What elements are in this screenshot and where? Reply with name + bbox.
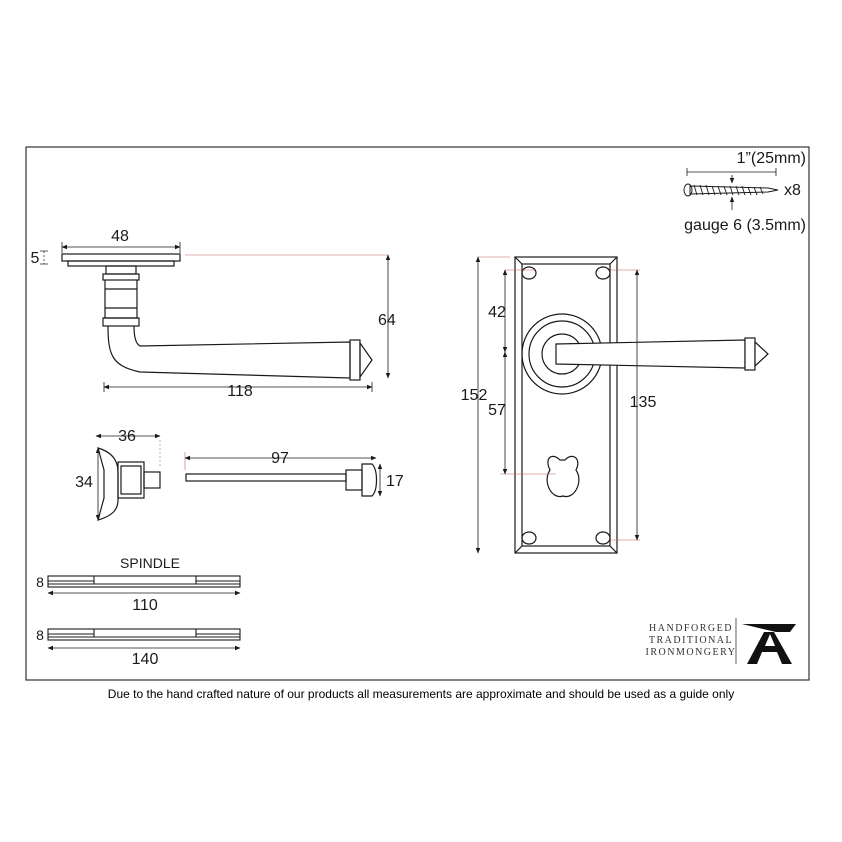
backplate-inner-height-label: 135 bbox=[630, 394, 657, 411]
screw-gauge-label: gauge 6 (3.5mm) bbox=[684, 217, 806, 234]
release-height-label: 17 bbox=[386, 473, 404, 490]
logo-line-1: HANDFORGED bbox=[649, 623, 733, 634]
lever-height-label: 64 bbox=[378, 312, 396, 329]
anvil-a-icon bbox=[742, 624, 796, 664]
screw-length-label: 1”(25mm) bbox=[737, 150, 806, 167]
turn-height-label: 34 bbox=[75, 474, 93, 491]
drawing-frame bbox=[25, 146, 810, 681]
backplate-view bbox=[514, 256, 769, 554]
brand-logo: HANDFORGED TRADITIONAL IRONMONGERY bbox=[646, 618, 796, 664]
lever-length-label: 118 bbox=[227, 383, 253, 400]
spindle-2-size-label: 8 bbox=[36, 627, 44, 643]
lever-thickness-label: 5 bbox=[31, 250, 40, 267]
turn-width-label: 36 bbox=[118, 428, 136, 445]
spindle-140 bbox=[47, 628, 241, 641]
thumb-turn-view bbox=[97, 447, 161, 521]
screw-hole-icon bbox=[521, 266, 537, 280]
screw-icon bbox=[683, 183, 779, 197]
release-view bbox=[185, 463, 378, 497]
lever-width-label: 48 bbox=[111, 228, 129, 245]
release-length-label: 97 bbox=[271, 450, 289, 467]
screw-quantity-label: x8 bbox=[784, 182, 801, 199]
footer-disclaimer: Due to the hand crafted nature of our pr… bbox=[107, 687, 735, 701]
backplate-upper-label: 42 bbox=[488, 304, 506, 321]
lever-side-view bbox=[61, 253, 373, 381]
screw-hole-icon bbox=[521, 531, 537, 545]
logo-line-3: IRONMONGERY bbox=[646, 647, 737, 658]
spindle-1-length-label: 110 bbox=[132, 597, 158, 614]
screw-hole-icon bbox=[595, 531, 611, 545]
backplate-height-label: 152 bbox=[461, 387, 488, 404]
backplate-centers-label: 57 bbox=[488, 402, 506, 419]
spindle-2-length-label: 140 bbox=[132, 651, 159, 668]
spindle-110 bbox=[47, 575, 241, 588]
screw-hole-icon bbox=[595, 266, 611, 280]
spindle-1-size-label: 8 bbox=[36, 574, 44, 590]
screw-group: 1”(25mm) x8 gauge 6 (3.5mm) bbox=[683, 150, 806, 234]
spindle-title: SPINDLE bbox=[120, 555, 180, 571]
logo-line-2: TRADITIONAL bbox=[649, 635, 733, 646]
